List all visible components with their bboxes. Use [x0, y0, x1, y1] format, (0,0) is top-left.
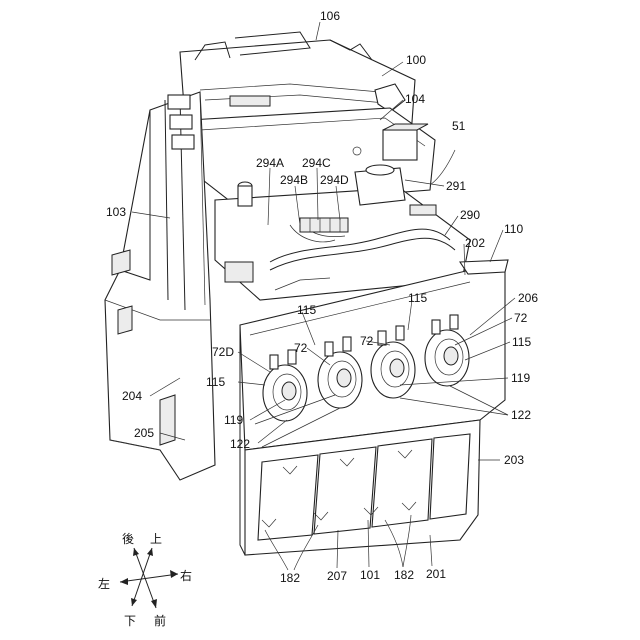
label-115-right: 115 — [512, 335, 531, 349]
label-115-top-left: 115 — [297, 303, 316, 317]
direction-right: 右 — [180, 568, 192, 583]
label-110: 110 — [504, 222, 523, 236]
label-115-left: 115 — [206, 375, 225, 389]
label-201: 201 — [426, 567, 446, 581]
direction-up: 上 — [150, 532, 162, 546]
label-104: 104 — [405, 92, 425, 106]
label-72-left: 72 — [294, 341, 308, 355]
label-207: 207 — [327, 569, 347, 583]
label-122-left: 122 — [230, 437, 250, 451]
direction-indicator: 後 上 左 右 下 前 — [98, 532, 192, 628]
label-294C: 294C — [302, 156, 331, 170]
label-205: 205 — [134, 426, 154, 440]
label-294A: 294A — [256, 156, 284, 170]
label-103: 103 — [106, 205, 126, 219]
label-206: 206 — [518, 291, 538, 305]
label-119-left: 119 — [224, 413, 243, 427]
label-115-top-right: 115 — [408, 291, 427, 305]
direction-left: 左 — [98, 576, 110, 591]
label-100: 100 — [406, 53, 426, 67]
label-72-center: 72 — [360, 334, 374, 348]
label-72D: 72D — [212, 345, 234, 359]
direction-front: 前 — [154, 613, 166, 628]
label-182-right: 182 — [394, 568, 414, 582]
label-51: 51 — [452, 119, 466, 133]
label-202: 202 — [465, 236, 485, 250]
label-119-right: 119 — [511, 371, 530, 385]
label-290: 290 — [460, 208, 480, 222]
label-291: 291 — [446, 179, 466, 193]
direction-back: 後 — [122, 532, 134, 546]
label-182-left: 182 — [280, 571, 300, 585]
label-101: 101 — [360, 568, 380, 582]
label-106: 106 — [320, 9, 340, 23]
label-204: 204 — [122, 389, 142, 403]
label-122-right: 122 — [511, 408, 531, 422]
direction-down: 下 — [124, 614, 136, 628]
label-294B: 294B — [280, 173, 308, 187]
label-294D: 294D — [320, 173, 349, 187]
side-walls — [105, 92, 215, 480]
label-72-right: 72 — [514, 311, 528, 325]
label-203: 203 — [504, 453, 524, 467]
